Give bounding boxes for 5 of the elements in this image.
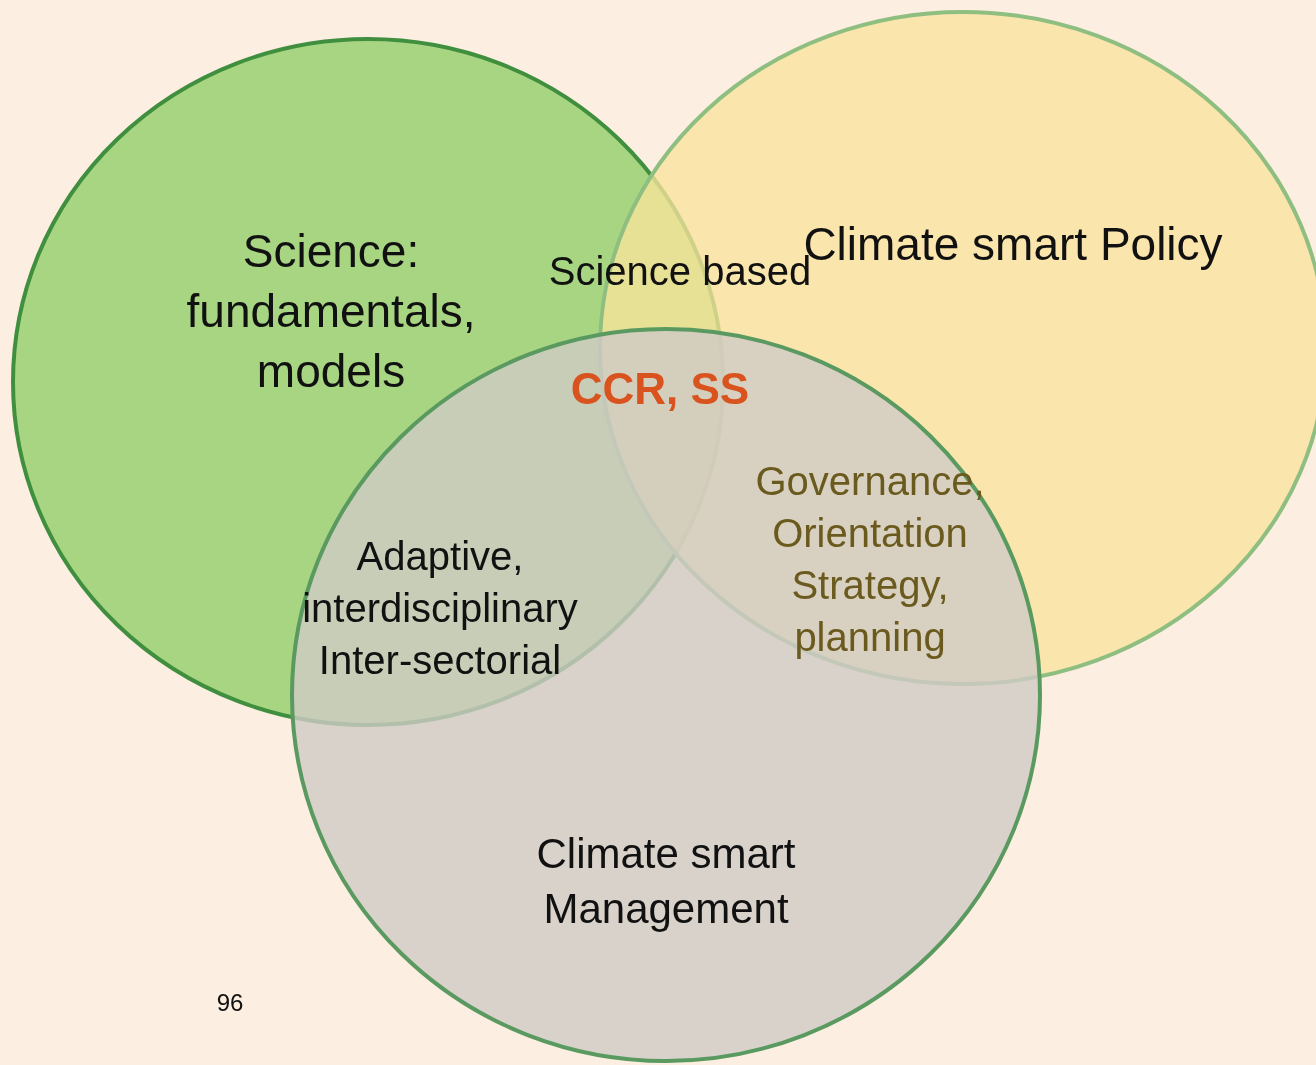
overlap-label: Adaptive, interdisciplinary Inter-sectorial [301, 533, 579, 684]
circle-label: Science: fundamentals, models [185, 224, 477, 399]
overlap-label: CCR, SS [570, 363, 750, 415]
circle-label: Climate smart Management [535, 829, 797, 934]
page-number: 96 [215, 988, 245, 1018]
